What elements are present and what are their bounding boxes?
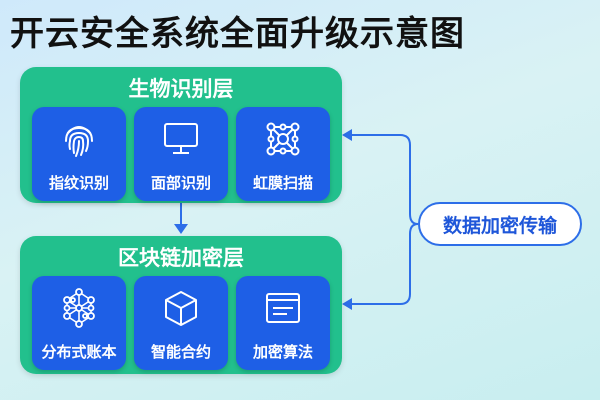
- blockchain-layer: 区块链加密层 分布式账本: [20, 236, 342, 374]
- iris-scan-card[interactable]: 虹膜扫描: [236, 107, 330, 201]
- distributed-ledger-card[interactable]: 分布式账本: [32, 276, 126, 370]
- card-label: 智能合约: [150, 343, 211, 361]
- card-label: 面部识别: [150, 174, 211, 192]
- data-encryption-transfer-label: 数据加密传输: [418, 202, 582, 246]
- card-label: 虹膜扫描: [252, 174, 313, 192]
- smart-contract-card[interactable]: 智能合约: [134, 276, 228, 370]
- window-icon: [266, 293, 300, 323]
- fingerprint-card[interactable]: 指纹识别: [32, 107, 126, 201]
- encryption-algorithm-card[interactable]: 加密算法: [236, 276, 330, 370]
- biometric-layer: 生物识别层 指纹识别 面部识别: [20, 67, 342, 203]
- layer-arrow-head: [174, 224, 188, 234]
- layer-title: 生物识别层: [128, 77, 234, 101]
- fingerprint-icon: [65, 126, 93, 157]
- bottom-bracket-line: [344, 223, 419, 305]
- card-label: 分布式账本: [41, 343, 117, 361]
- cube-icon: [165, 291, 197, 326]
- card-label: 指纹识别: [48, 174, 109, 192]
- face-recognition-card[interactable]: 面部识别: [134, 107, 228, 201]
- monitor-icon: [164, 123, 198, 154]
- iris-scan-icon: [266, 122, 300, 156]
- card-label: 加密算法: [252, 343, 313, 361]
- bottom-arrow-head: [342, 298, 352, 310]
- layer-title: 区块链加密层: [118, 246, 244, 270]
- network-icon: [63, 288, 95, 328]
- top-bracket-line: [344, 134, 419, 225]
- page-title: 开云安全系统全面升级示意图: [10, 14, 465, 54]
- top-arrow-head: [342, 129, 352, 141]
